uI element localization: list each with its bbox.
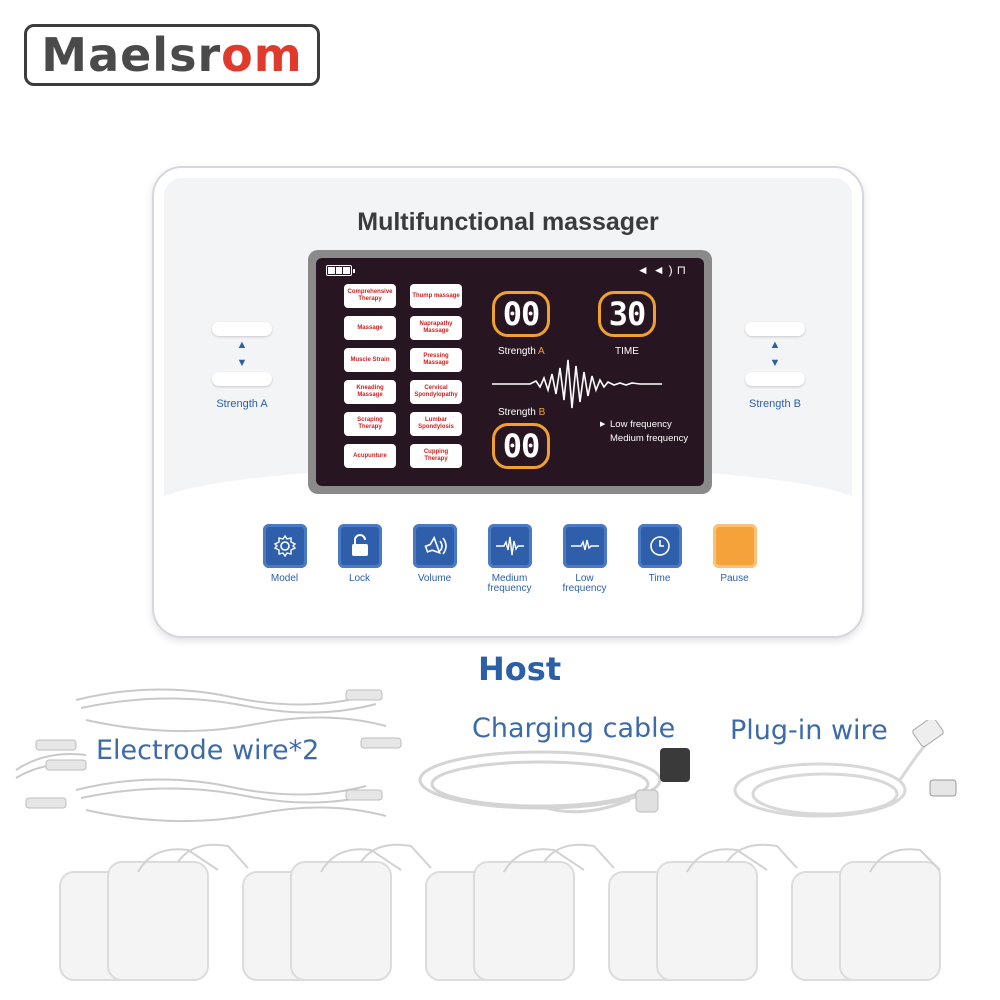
lcd-display: ◄◄)⊓ Comprehensive Therapy Thump massage… [316,258,704,486]
mode-item: Scraping Therapy [344,412,396,436]
low-frequency-button-label: Low frequency [562,573,607,594]
medium-frequency-label: Medium frequency [610,433,689,444]
mode-item: Naprapathy Massage [410,316,462,340]
charging-cable-label: Charging cable [472,713,676,744]
medium-frequency-row: Medium frequency [600,434,688,444]
strength-b-controls: ▲ ▼ Strength B [742,322,808,410]
medium-wave-icon [487,524,532,568]
gear-icon [262,524,307,568]
pause-button-label: Pause [720,573,749,584]
time-button[interactable]: Time [635,524,684,594]
mode-item: Muscle Strain [344,348,396,372]
lcd-screen-frame: ◄◄)⊓ Comprehensive Therapy Thump massage… [308,250,712,494]
medium-frequency-button-label: Medium frequency [487,573,532,594]
mode-item: Pressing Massage [410,348,462,372]
model-button-label: Model [270,573,299,584]
battery-icon [326,265,355,276]
pause-icon [712,524,757,568]
time-screen-label: TIME [615,346,639,357]
strength-b-screen-word: Strength [498,407,536,418]
strength-b-down-button[interactable] [745,372,805,386]
mode-item: Acupunture [344,444,396,468]
strength-a-label: Strength A [216,398,268,410]
plugin-wire-label: Plug-in wire [730,715,888,746]
lock-button-label: Lock [348,573,371,584]
up-arrow-icon: ▲ [769,339,781,351]
selected-arrow-icon: ▶ [600,421,606,428]
mode-item: Cupping Therapy [410,444,462,468]
lock-icon [337,524,382,568]
low-frequency-label: Low frequency [610,419,672,430]
strength-a-controls: ▲ ▼ Strength A [209,322,275,410]
medium-frequency-button[interactable]: Medium frequency [485,524,534,594]
time-readout: 30 [598,291,656,337]
strength-b-up-button[interactable] [745,322,805,336]
strength-a-screen-label: Strength A [498,346,545,357]
host-device: Multifunctional massager ▲ ▼ Strength A … [152,166,864,638]
charging-cable-image [418,748,690,814]
down-arrow-icon: ▼ [236,357,248,369]
strength-a-down-button[interactable] [212,372,272,386]
strength-b-readout: 00 [492,423,550,469]
pause-button[interactable]: Pause [710,524,759,594]
control-buttons: Model Lock Volume Medium frequency Low f… [260,524,759,594]
unlock-icon: ⊓ [676,263,690,277]
time-button-label: Time [648,573,671,584]
strength-b-label: Strength B [749,398,801,410]
frequency-indicator: ▶ Low frequency Medium frequency [600,420,688,448]
strength-a-readout: 00 [492,291,550,337]
mute-icon: ◄ [636,263,653,277]
low-frequency-row: ▶ Low frequency [600,420,688,430]
mode-item: Massage [344,316,396,340]
mode-item: Lumbar Spondylosis [410,412,462,436]
strength-a-screen-word: Strength [498,346,536,357]
strength-b-screen-letter: B [538,407,546,418]
lock-button[interactable]: Lock [335,524,384,594]
waveform-icon [492,359,662,409]
mode-list: Comprehensive Therapy Thump massage Mass… [344,284,462,468]
low-wave-icon [562,524,607,568]
strength-a-screen-letter: A [538,346,545,357]
down-arrow-icon: ▼ [769,357,781,369]
strength-b-screen-label: Strength B [498,407,545,418]
electrode-wire-image [15,688,402,823]
speaker-icon: ◄) [652,263,677,277]
strength-a-up-button[interactable] [212,322,272,336]
mode-item: Cervical Spondylopathy [410,380,462,404]
mode-item: Thump massage [410,284,462,308]
host-label: Host [478,650,562,688]
up-arrow-icon: ▲ [236,339,248,351]
volume-icon [412,524,457,568]
plugin-wire-image [733,720,957,818]
electrode-pads-image [59,843,941,981]
mute-volume-unlock-icons: ◄◄)⊓ [637,263,690,277]
model-button[interactable]: Model [260,524,309,594]
mode-item: Kneading Massage [344,380,396,404]
volume-button[interactable]: Volume [410,524,459,594]
electrode-wire-label: Electrode wire*2 [96,735,320,766]
clock-icon [637,524,682,568]
mode-item: Comprehensive Therapy [344,284,396,308]
device-title: Multifunctional massager [357,208,659,236]
brand-logo-part1: Maelsr [41,28,222,82]
low-frequency-button[interactable]: Low frequency [560,524,609,594]
brand-logo-part2: om [221,28,303,82]
volume-button-label: Volume [417,573,452,584]
